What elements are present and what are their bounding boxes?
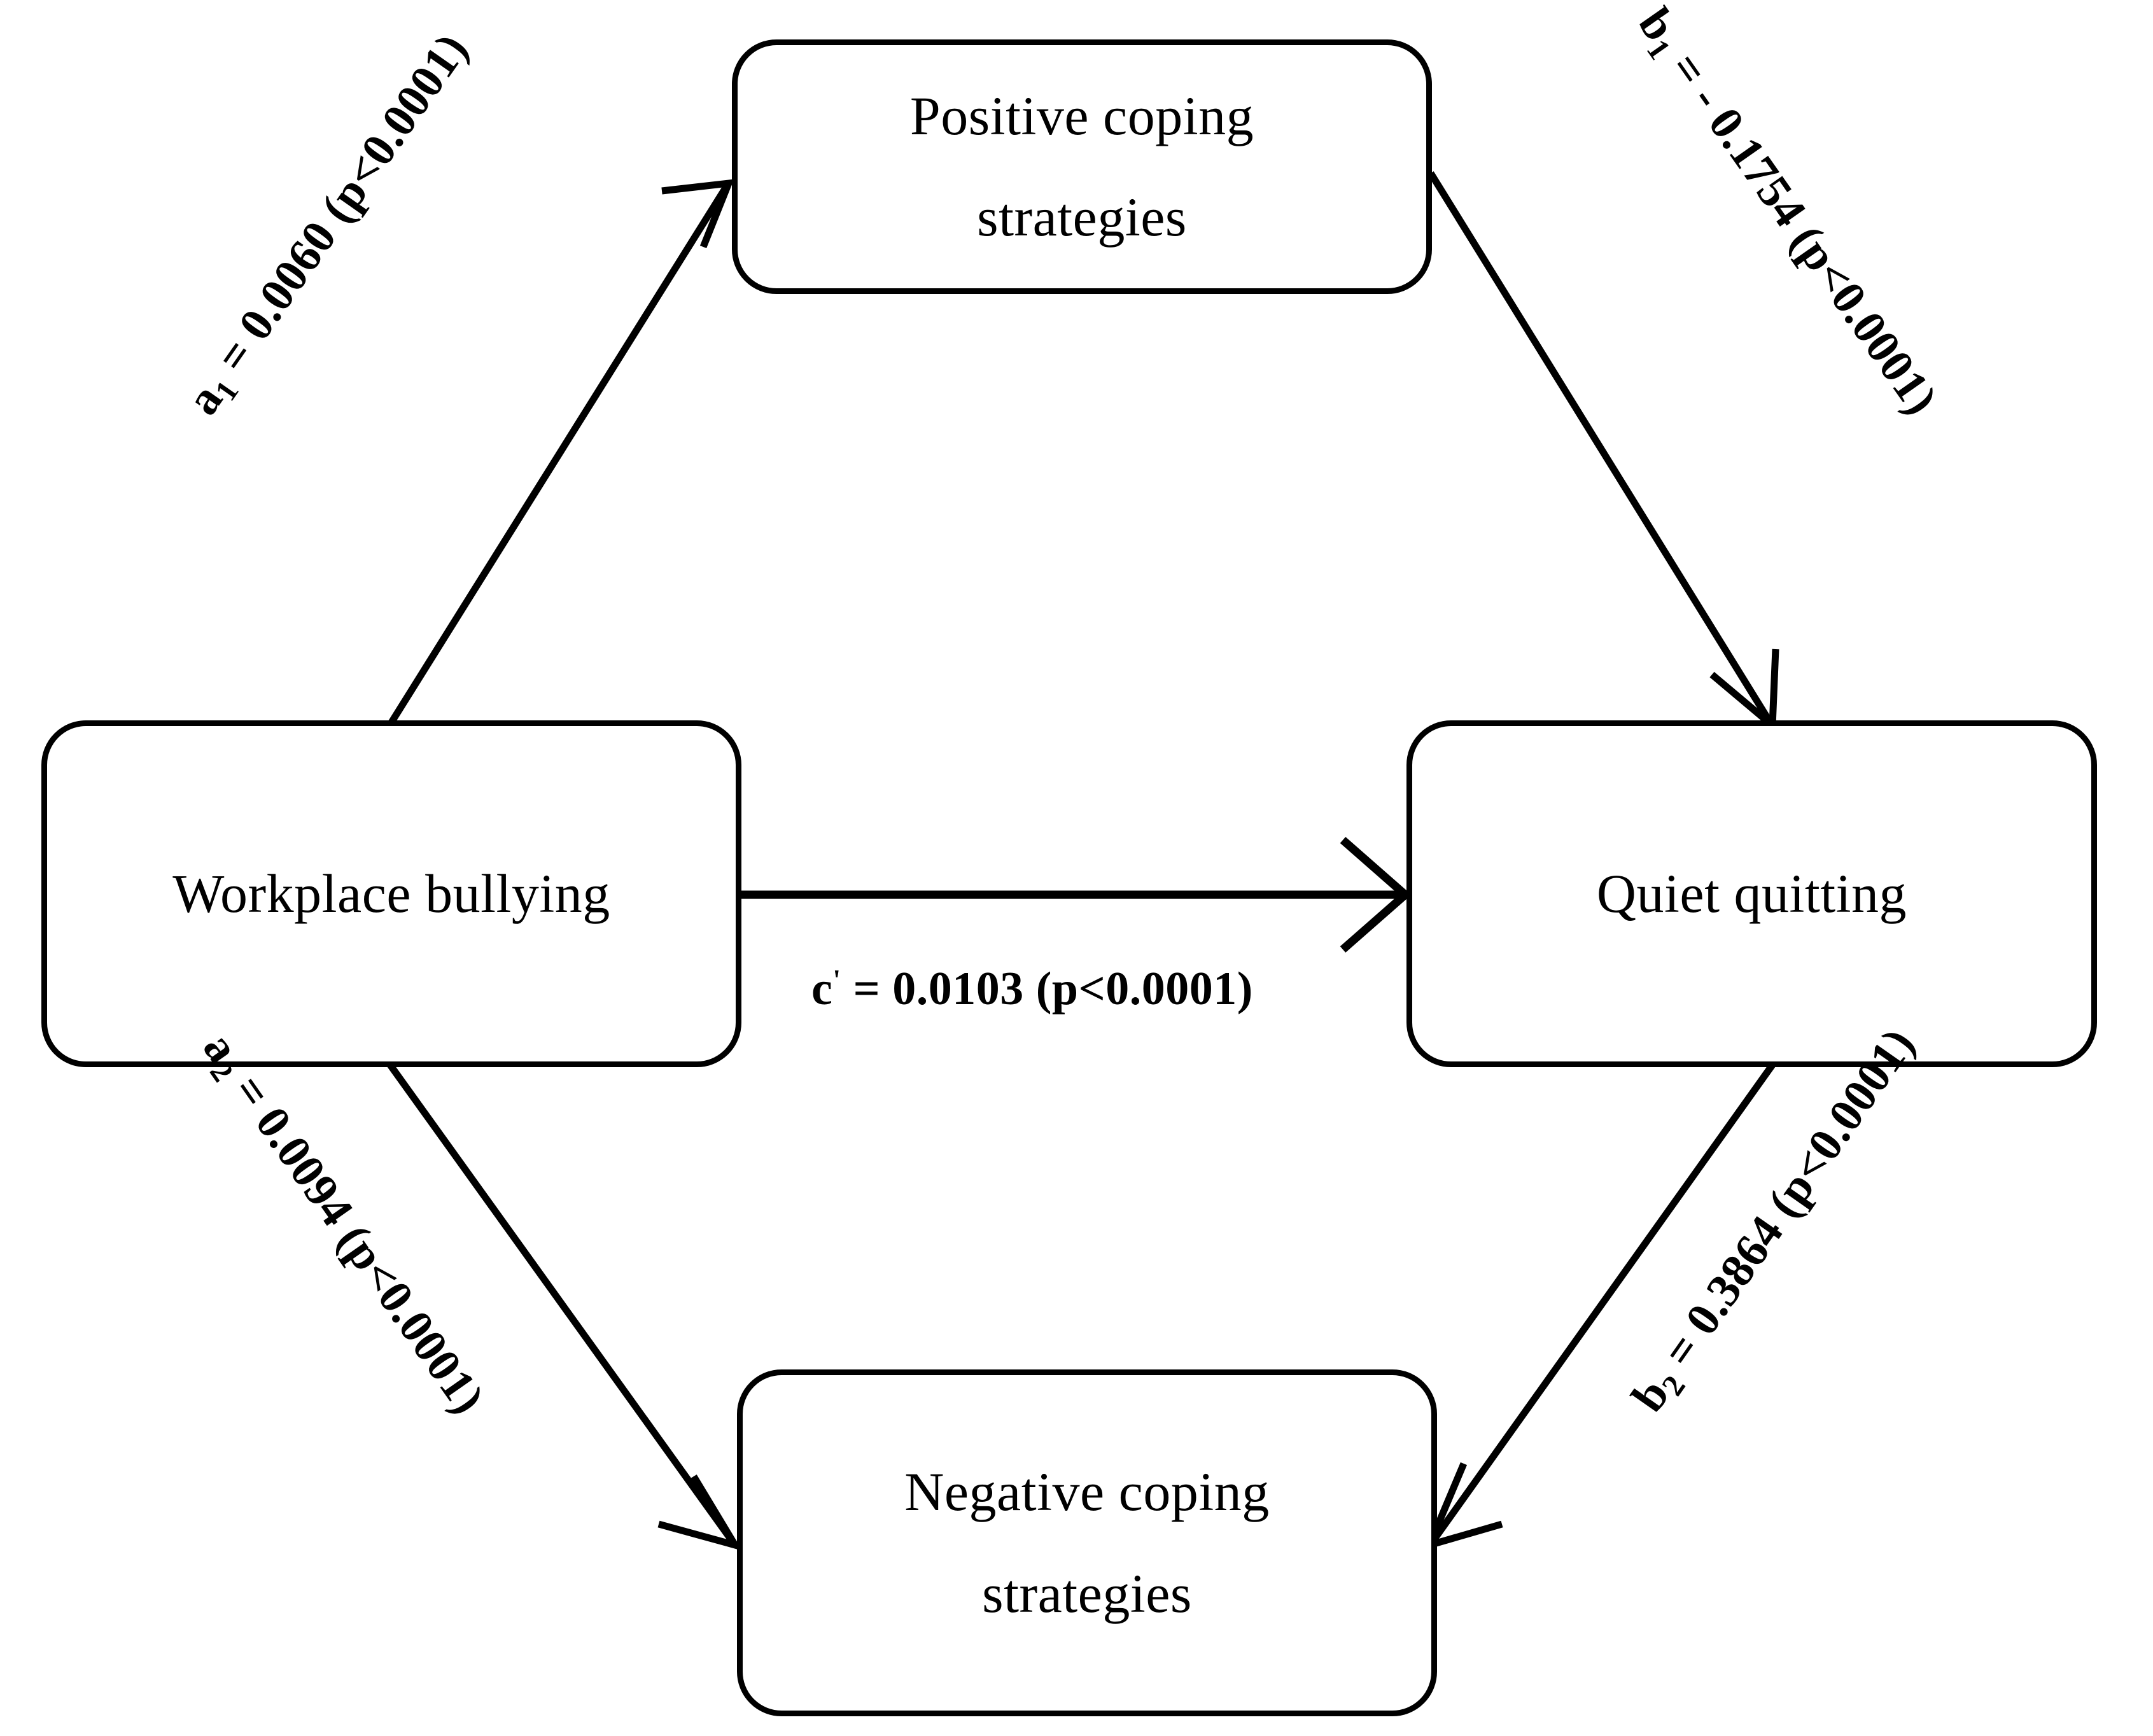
edge-a2-arrow [386, 1061, 743, 1551]
edge-c-prime-arrow [741, 837, 1412, 953]
node-negative-coping-line-1: Negative coping [904, 1461, 1270, 1523]
node-quiet-quitting[interactable]: Quiet quitting [1406, 720, 2097, 1067]
node-positive-coping-line-2: strategies [977, 186, 1187, 248]
edge-label-c-prime-symbol: c [811, 963, 833, 1015]
node-negative-coping-line-2: strategies [982, 1562, 1192, 1624]
node-workplace-bullying-label: Workplace bullying [172, 862, 610, 924]
node-quiet-quitting-label: Quiet quitting [1596, 862, 1907, 924]
edge-b1-arrow [1427, 171, 1779, 733]
edge-label-c-prime-value: = 0.0103 (p<0.0001) [841, 963, 1253, 1015]
edge-a1-arrow [386, 179, 734, 727]
node-positive-coping-line-1: Positive coping [909, 85, 1254, 146]
node-negative-coping-strategies[interactable]: Negative coping strategies [737, 1369, 1437, 1716]
node-positive-coping-strategies[interactable]: Positive coping strategies [732, 39, 1432, 294]
edge-label-c-prime: c' = 0.0103 (p<0.0001) [811, 962, 1253, 1016]
edge-label-c-prime-mark: ' [832, 963, 841, 997]
node-workplace-bullying[interactable]: Workplace bullying [41, 720, 741, 1067]
